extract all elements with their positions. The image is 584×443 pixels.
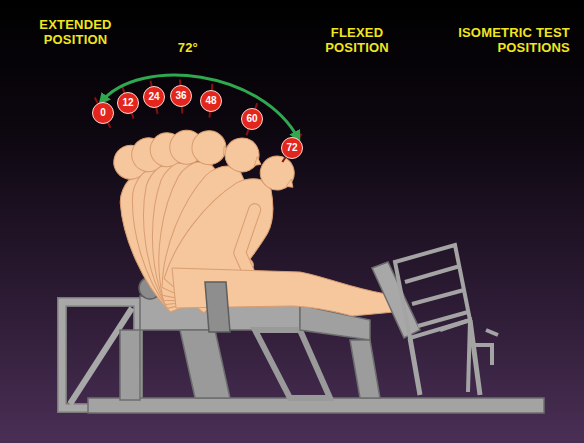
angle-number: 0 bbox=[100, 108, 106, 118]
angle-number: 60 bbox=[246, 114, 257, 124]
angle-marker: 36 bbox=[170, 85, 192, 107]
angle-marker: 24 bbox=[143, 86, 165, 108]
angle-marker: 72 bbox=[281, 137, 303, 159]
angle-marker: 12 bbox=[117, 92, 139, 114]
angle-number: 48 bbox=[205, 96, 216, 106]
angle-marker: 48 bbox=[200, 90, 222, 112]
angle-number: 24 bbox=[148, 92, 159, 102]
angle-number: 12 bbox=[122, 98, 133, 108]
angle-marker: 60 bbox=[241, 108, 263, 130]
angle-label: 72° bbox=[178, 41, 198, 56]
position-label: EXTENDED POSITION bbox=[28, 18, 123, 48]
diagram-title: ISOMETRIC TEST POSITIONS bbox=[420, 26, 570, 56]
angle-number: 36 bbox=[175, 91, 186, 101]
angle-number: 72 bbox=[286, 143, 297, 153]
position-label: FLEXED POSITION bbox=[316, 26, 398, 56]
angle-marker: 0 bbox=[92, 102, 114, 124]
range-arc bbox=[101, 75, 299, 139]
